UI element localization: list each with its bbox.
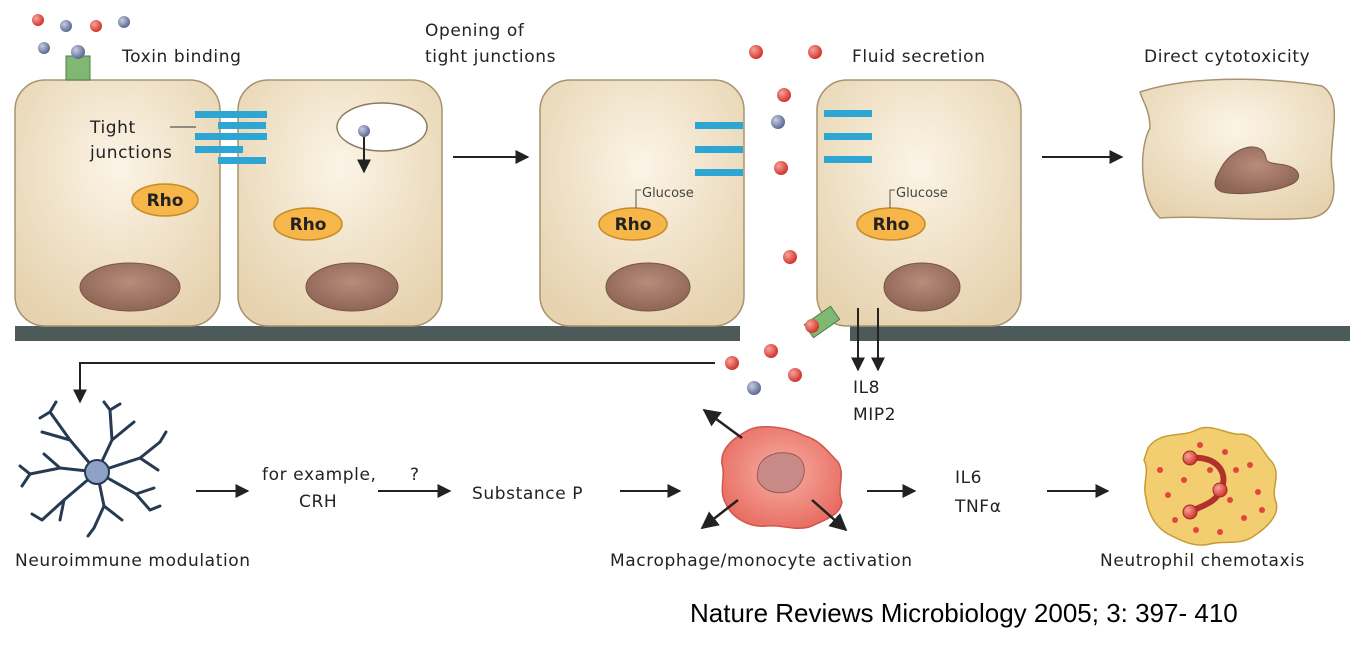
tight-junctions-label-line1: Tight <box>89 118 136 138</box>
epithelial-cell-3: Rho Glucose <box>539 79 745 327</box>
internalized-toxin <box>358 125 370 137</box>
rho-protein: Rho <box>273 207 343 241</box>
paracellular-toxins <box>725 45 822 395</box>
opening-label-line2: tight junctions <box>425 47 556 67</box>
toxin-binding-label: Toxin binding <box>121 47 242 67</box>
toxin-a-molecule <box>32 14 44 26</box>
rho-label: Rho <box>147 191 184 211</box>
neutrophil <box>1143 426 1278 546</box>
neutrophil-label: Neutrophil chemotaxis <box>1100 551 1305 571</box>
damaged-cell <box>1139 78 1336 221</box>
opening-label-line1: Opening of <box>425 21 525 41</box>
toxin-a-molecule <box>90 20 102 32</box>
macrophage-label: Macrophage/monocyte activation <box>610 551 913 571</box>
tnf-text: TNF <box>954 497 990 517</box>
rho-protein: Rho <box>131 183 199 217</box>
toxin-b-molecule <box>38 42 50 54</box>
epithelial-cell-4: Rho Glucose <box>816 79 1022 327</box>
macrophage <box>700 408 848 532</box>
il8-label: IL8 <box>853 378 880 398</box>
direct-cytotoxicity-label: Direct cytotoxicity <box>1144 47 1310 67</box>
fluid-secretion-label: Fluid secretion <box>852 47 986 67</box>
tight-junctions-open-right <box>824 110 872 163</box>
il6-label: IL6 <box>955 468 982 488</box>
glucose-label: Glucose <box>642 186 694 201</box>
tight-junctions-open-left <box>695 122 743 176</box>
basement-membrane <box>15 326 1350 341</box>
toxin-binding-cluster <box>32 14 130 81</box>
toxin-b-molecule-bound <box>71 45 85 59</box>
rho-label: Rho <box>873 215 910 235</box>
toxin-b-molecule <box>60 20 72 32</box>
neuroimmune-path-arrow <box>73 362 715 404</box>
question-label: ? <box>410 465 420 485</box>
citation: Nature Reviews Microbiology 2005; 3: 397… <box>690 598 1238 628</box>
toxin-b-molecule <box>118 16 130 28</box>
neuroimmune-label: Neuroimmune modulation <box>15 551 251 571</box>
neuron <box>18 400 168 538</box>
tight-junctions-closed <box>195 111 267 164</box>
tight-junctions-label-line2: junctions <box>89 143 172 163</box>
crh-label: CRH <box>299 492 337 512</box>
endosome-vesicle <box>336 102 428 152</box>
epithelial-cell-1: Rho <box>14 79 221 327</box>
rho-label: Rho <box>615 215 652 235</box>
substance-p-label: Substance P <box>472 484 583 504</box>
rho-label: Rho <box>290 215 327 235</box>
epithelial-cell-2: Rho <box>237 79 443 327</box>
rho-protein-glucosylated: Rho Glucose <box>598 186 694 241</box>
for-example-label: for example, <box>262 465 377 485</box>
mip2-label: MIP2 <box>853 405 896 425</box>
rho-protein-glucosylated: Rho Glucose <box>856 186 948 241</box>
tnf-label: TNFα <box>954 497 1002 517</box>
glucose-label: Glucose <box>896 186 948 201</box>
tnf-alpha: α <box>990 497 1002 517</box>
